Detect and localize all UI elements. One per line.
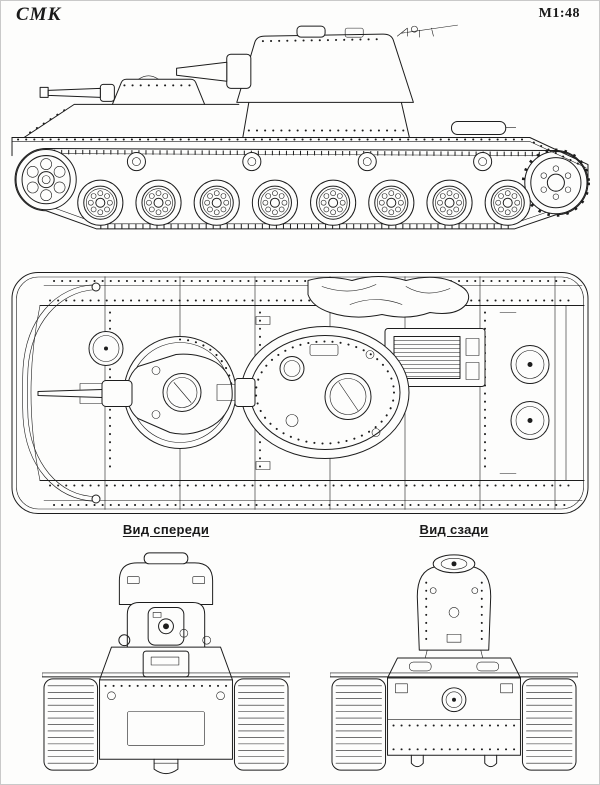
hull-front <box>99 679 233 775</box>
main-gun-barrel <box>176 61 228 82</box>
fenders-front <box>42 672 290 678</box>
main-turret-plan <box>216 326 410 459</box>
mg-port <box>179 628 189 638</box>
engine-grille <box>384 328 486 387</box>
tank-model-label: СМК <box>16 4 62 25</box>
turret-hatch <box>324 373 372 420</box>
secondary-gun-plan <box>37 389 103 398</box>
rear-view-caption: Вид сзади <box>419 522 489 537</box>
cupola <box>296 25 326 38</box>
main-turret-side <box>176 24 458 103</box>
exhaust-left <box>409 661 432 672</box>
secondary-turret-front <box>117 602 215 676</box>
track-assembly-side <box>14 148 590 230</box>
tow-hook-left <box>410 754 424 768</box>
scale-label: M1:48 <box>538 6 580 21</box>
horn <box>202 635 211 645</box>
rear-view-drawing <box>330 550 578 780</box>
superstructure-front <box>99 634 233 681</box>
fenders-rear <box>330 672 578 678</box>
tow-cable <box>22 282 101 504</box>
tracks-front <box>43 678 289 771</box>
tow-hook-right <box>484 754 498 768</box>
idler-wheel <box>15 149 77 211</box>
exhaust-right <box>476 661 499 672</box>
main-turret-rear <box>416 554 492 659</box>
headlight <box>118 634 131 647</box>
secondary-gun-barrel <box>47 87 101 98</box>
tracks-rear <box>331 678 577 771</box>
driver-hatch-plan <box>88 331 124 366</box>
tarp-bundle <box>307 276 470 318</box>
rear-plate <box>387 677 521 768</box>
hull-side <box>11 101 589 184</box>
front-view-drawing <box>42 550 290 780</box>
access-hatch <box>441 687 467 713</box>
front-view-caption: Вид спереди <box>122 522 210 537</box>
pistol-port <box>448 607 460 618</box>
side-view-drawing <box>8 24 590 250</box>
cupola <box>143 552 189 565</box>
engine-deck-rear <box>387 657 521 679</box>
aa-machinegun <box>397 24 458 38</box>
secondary-turret-side <box>39 75 206 105</box>
periscope <box>344 27 364 38</box>
tow-shackle <box>153 758 179 775</box>
gun-muzzle <box>158 618 174 635</box>
secondary-turret-plan <box>37 336 237 449</box>
gun-mantlet <box>226 53 252 89</box>
top-view-drawing <box>10 270 590 516</box>
main-turret-front <box>118 552 214 605</box>
track-fenders-plan <box>11 272 589 514</box>
main-gun-plan <box>216 384 236 401</box>
fuel-caps <box>510 345 550 440</box>
